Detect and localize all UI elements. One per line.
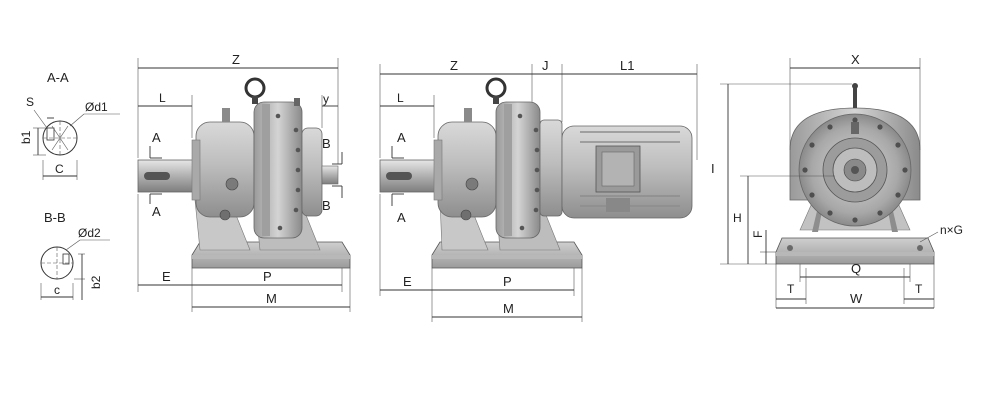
v3-t-right: T <box>915 282 923 296</box>
v2-l: L <box>397 91 404 105</box>
housing-left-1 <box>195 121 255 218</box>
v3-x: X <box>851 52 860 67</box>
label-b1: b1 <box>19 130 33 144</box>
keyway-b <box>62 253 70 265</box>
label-c-lower: c <box>54 283 60 297</box>
v3-ng: n×G <box>940 223 963 237</box>
flange-2 <box>495 101 541 239</box>
v1-e: E <box>162 269 171 284</box>
v3-w: W <box>850 291 863 306</box>
section-b-title: B-B <box>44 210 66 225</box>
section-a-title: A-A <box>47 70 69 85</box>
front-lifting-eye <box>853 86 857 108</box>
v1-l: L <box>159 91 166 105</box>
view-side-motor: Z J L1 L A A E P M <box>379 58 698 322</box>
label-s: S <box>26 95 34 109</box>
housing-right-1 <box>301 127 323 217</box>
v2-z: Z <box>450 58 458 73</box>
v3-i: I <box>711 161 715 176</box>
v1-b-bot: B <box>322 198 331 213</box>
v1-a-bot: A <box>152 204 161 219</box>
view-front: X I H F n×G Q T T W <box>711 52 963 309</box>
shaft-key-1 <box>144 172 170 180</box>
v2-e: E <box>403 274 412 289</box>
section-a-a: A-A S Ød1 b1 C <box>19 70 120 180</box>
v1-a-top: A <box>152 130 161 145</box>
v2-p: P <box>503 274 512 289</box>
v3-t-left: T <box>787 282 795 296</box>
lifting-eye-2 <box>485 77 507 99</box>
section-b-b: B-B Ød2 c b2 <box>40 210 110 300</box>
v1-b-top: B <box>322 136 331 151</box>
lifting-eye-1 <box>244 77 266 99</box>
input-shaft-1 <box>321 165 339 185</box>
shaft-key-2 <box>386 172 412 180</box>
v3-f: F <box>751 231 765 238</box>
v3-q: Q <box>851 261 861 276</box>
v1-p: P <box>263 269 272 284</box>
label-d1: Ød1 <box>85 100 108 114</box>
v2-l1: L1 <box>620 58 634 73</box>
view-side-single: Z L y A A B B E P M <box>137 52 351 312</box>
v2-j: J <box>542 58 549 73</box>
v3-h: H <box>733 211 742 225</box>
label-b2: b2 <box>89 275 103 289</box>
label-c-upper: C <box>55 162 64 176</box>
v2-a-top: A <box>397 130 406 145</box>
label-d2: Ød2 <box>78 226 101 240</box>
v2-m: M <box>503 301 514 316</box>
v1-y: y <box>323 92 329 106</box>
v1-m: M <box>266 291 277 306</box>
flange-1 <box>253 101 303 239</box>
v1-z: Z <box>232 52 240 67</box>
front-bolt-circle <box>802 117 908 223</box>
v2-a-bot: A <box>397 210 406 225</box>
housing-left-2 <box>437 121 497 218</box>
keyway-a <box>46 127 55 141</box>
motor-adapter <box>539 119 563 217</box>
